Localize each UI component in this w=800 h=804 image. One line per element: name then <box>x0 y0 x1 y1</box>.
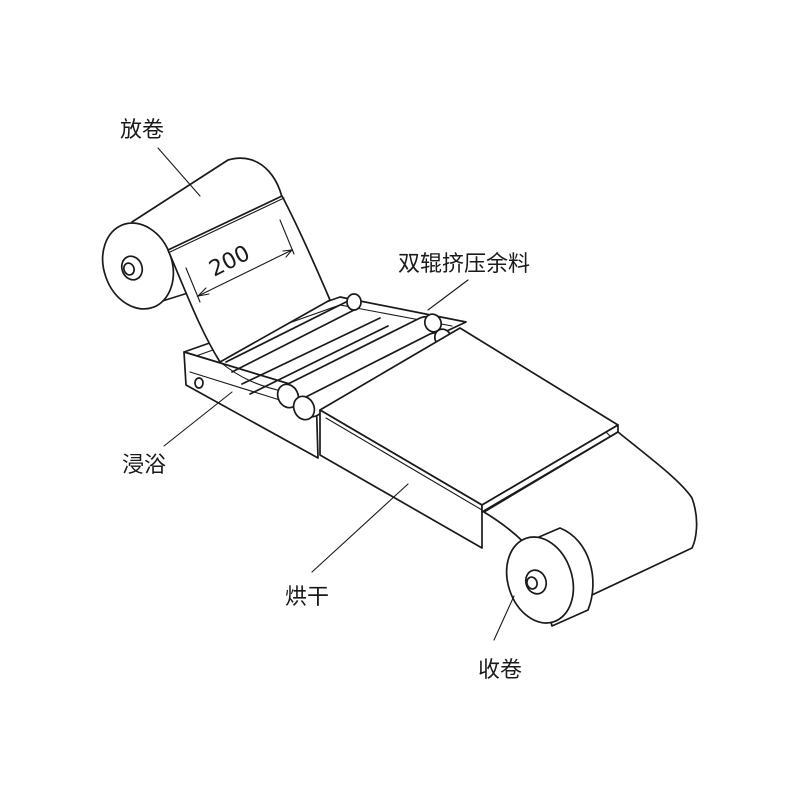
leader-squeeze <box>427 279 469 311</box>
label-squeeze-rollers: 双辊挤压余料 <box>398 252 531 277</box>
leader-rewind <box>493 595 515 641</box>
drying-oven <box>319 327 619 549</box>
label-dip-bath: 浸浴 <box>122 453 167 478</box>
label-drying: 烘干 <box>285 585 330 610</box>
rewind-roll <box>505 527 594 627</box>
leader-lines <box>157 147 515 641</box>
squeeze-rollers <box>276 313 453 421</box>
leader-unwind <box>157 147 201 197</box>
leader-dip-bath <box>163 391 233 447</box>
bath-guide-rollers <box>219 293 389 395</box>
label-rewind: 收卷 <box>478 658 523 683</box>
web-strip-unwind <box>167 195 331 363</box>
label-unwind: 放卷 <box>120 118 165 143</box>
leader-drying <box>311 483 409 573</box>
